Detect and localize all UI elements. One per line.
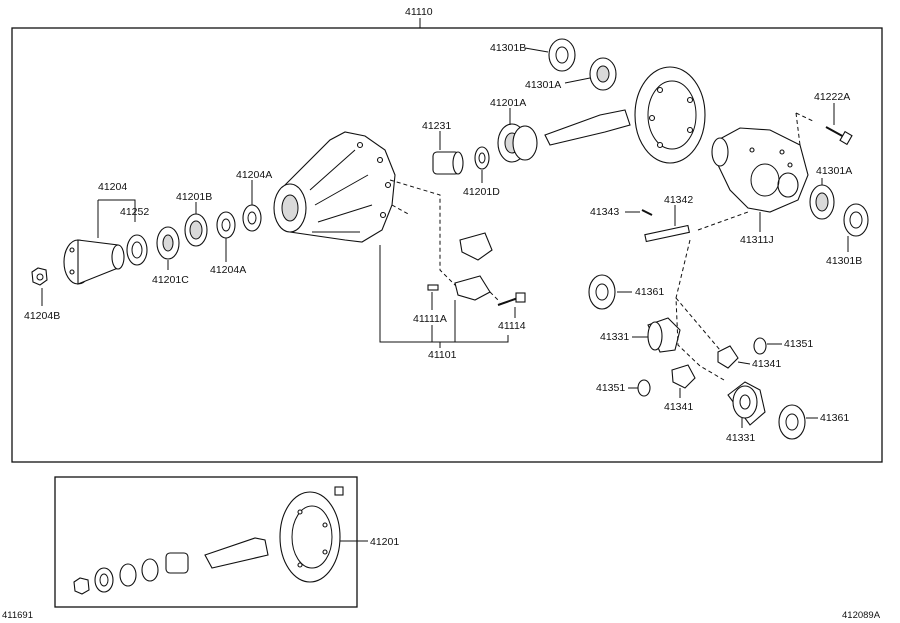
label-41204B[interactable]: 41204B xyxy=(24,310,60,322)
bearing-41301A-top xyxy=(589,57,617,91)
label-41101[interactable]: 41101 xyxy=(428,349,457,361)
bearing-41201A xyxy=(497,123,538,163)
shim-41201D xyxy=(474,146,490,170)
washer-41351-left xyxy=(637,379,651,397)
label-41342[interactable]: 41342 xyxy=(664,194,693,206)
differential-case-41311J xyxy=(711,127,809,213)
footer-right-code: 412089A xyxy=(842,610,881,621)
bearing-41301A-right xyxy=(809,184,835,220)
label-41311J[interactable]: 41311J xyxy=(740,234,774,246)
bolt-41222A xyxy=(825,126,853,146)
pin-41343 xyxy=(641,209,653,216)
label-41114[interactable]: 41114 xyxy=(498,320,526,332)
bolt-41114 xyxy=(497,292,526,306)
washer-41361-top xyxy=(588,274,616,310)
label-41331-top[interactable]: 41331 xyxy=(600,331,629,343)
label-41351-right[interactable]: 41351 xyxy=(784,338,813,350)
label-41201[interactable]: 41201 xyxy=(370,536,399,548)
shaft-41342 xyxy=(644,224,691,243)
label-41331-bottom[interactable]: 41331 xyxy=(726,432,755,444)
label-41301A-right[interactable]: 41301A xyxy=(816,165,852,177)
nut-41204B xyxy=(31,267,48,286)
label-41222A[interactable]: 41222A xyxy=(814,91,850,103)
bearing-cap-41101 xyxy=(454,232,493,301)
washer-41301B-right xyxy=(843,203,869,237)
label-41351-left[interactable]: 41351 xyxy=(596,382,625,394)
label-41341-bottom[interactable]: 41341 xyxy=(664,401,693,413)
label-41111A[interactable]: 41111A xyxy=(413,313,447,325)
bearing-41201C xyxy=(156,226,180,260)
label-41110[interactable]: 41110 xyxy=(405,6,433,18)
label-41204A-bottom[interactable]: 41204A xyxy=(210,264,246,276)
washer-41361-bottom xyxy=(778,404,806,440)
label-41252[interactable]: 41252 xyxy=(120,206,149,218)
flange-41204 xyxy=(63,239,125,285)
label-41301B-right[interactable]: 41301B xyxy=(826,255,862,267)
shim-41204A-top xyxy=(242,204,262,232)
ring-gear-pinion xyxy=(544,66,706,164)
label-41361-top[interactable]: 41361 xyxy=(635,286,664,298)
carrier-housing xyxy=(273,131,396,243)
label-41231[interactable]: 41231 xyxy=(422,120,451,132)
label-41204A-top[interactable]: 41204A xyxy=(236,169,272,181)
label-41201A[interactable]: 41201A xyxy=(490,97,526,109)
label-41201C[interactable]: 41201C xyxy=(152,274,189,286)
washer-41301B-top xyxy=(548,38,576,72)
label-41204[interactable]: 41204 xyxy=(98,181,127,193)
spacer-41231 xyxy=(432,151,464,175)
label-41201D[interactable]: 41201D xyxy=(463,186,500,198)
label-41361-bottom[interactable]: 41361 xyxy=(820,412,849,424)
side-gear-41331-top xyxy=(647,317,681,353)
kit-41201-frame xyxy=(54,476,358,608)
label-41343[interactable]: 41343 xyxy=(590,206,619,218)
label-41301B-top[interactable]: 41301B xyxy=(490,42,526,54)
main-assembly-frame xyxy=(11,27,883,463)
side-gear-41331-bottom xyxy=(727,381,766,426)
pin-41111A xyxy=(427,284,439,291)
pinion-41341-right xyxy=(717,345,739,369)
shim-41204A-bottom xyxy=(216,211,236,239)
label-41201B[interactable]: 41201B xyxy=(176,191,212,203)
kit-41201-parts xyxy=(73,486,344,595)
pinion-41341-bottom xyxy=(671,364,696,389)
washer-41351-right xyxy=(753,337,767,355)
seal-41252 xyxy=(126,234,148,266)
label-41301A-top[interactable]: 41301A xyxy=(525,79,561,91)
footer-left-code: 411691 xyxy=(2,610,33,621)
label-41341-right[interactable]: 41341 xyxy=(752,358,781,370)
bearing-41201B xyxy=(184,213,208,247)
